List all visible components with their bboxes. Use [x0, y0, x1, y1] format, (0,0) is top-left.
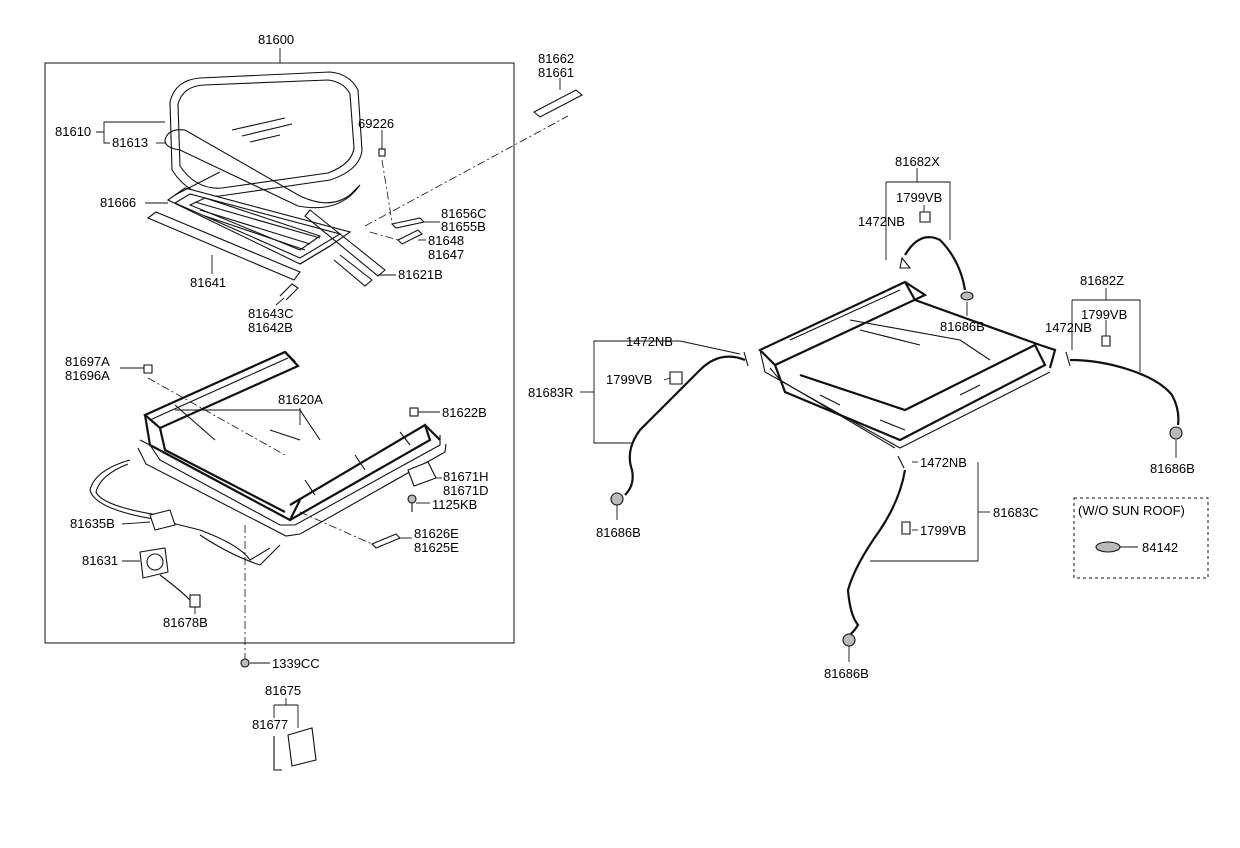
label-81648: 81648	[428, 233, 464, 248]
label-81686B-r: 81686B	[596, 525, 641, 540]
bracket-81626E[interactable]	[371, 533, 401, 549]
label-81656C: 81656C	[441, 206, 487, 221]
label-81647: 81647	[428, 247, 464, 262]
bracket-81662[interactable]	[533, 89, 583, 118]
label-81686B-c: 81686B	[824, 666, 869, 681]
label-81683R: 81683R	[528, 385, 574, 400]
label-81622B: 81622B	[442, 405, 487, 420]
label-81631: 81631	[82, 553, 118, 568]
sunroof-housing-frame[interactable]	[758, 280, 1057, 449]
link-81656C[interactable]	[390, 217, 426, 229]
bracket-81648[interactable]	[397, 229, 423, 245]
label-1472NB-z: 1472NB	[1045, 320, 1092, 335]
label-1339CC: 1339CC	[272, 656, 320, 671]
label-81682X: 81682X	[895, 154, 940, 169]
glass-panel-81610[interactable]	[169, 71, 363, 197]
label-81643C: 81643C	[248, 306, 294, 321]
rail-81621B[interactable]	[304, 209, 386, 277]
weatherstrip-81613[interactable]	[164, 129, 361, 209]
label-81686B-x: 81686B	[940, 319, 985, 334]
label-1799VB-z: 1799VB	[1081, 307, 1127, 322]
connector-81678B[interactable]	[189, 594, 201, 608]
drain-hose-81682Z[interactable]	[1065, 335, 1183, 440]
clip-81643C[interactable]	[279, 283, 299, 301]
label-81613: 81613	[112, 135, 148, 150]
assembly-81600-frame	[44, 62, 515, 644]
label-81625E: 81625E	[414, 540, 459, 555]
sunroof-frame-81620A[interactable]	[137, 350, 447, 537]
label-1799VB-x: 1799VB	[896, 190, 942, 205]
bolt-1125KB[interactable]	[407, 494, 417, 512]
label-81662: 81662	[538, 51, 574, 66]
nut-1339CC[interactable]	[240, 658, 250, 668]
label-wo-sunroof: (W/O SUN ROOF)	[1078, 503, 1185, 518]
label-81677: 81677	[252, 717, 288, 732]
label-1472NB-c: 1472NB	[920, 455, 967, 470]
bracket-81671H[interactable]	[407, 461, 437, 487]
label-81675: 81675	[265, 683, 301, 698]
label-81620A: 81620A	[278, 392, 323, 407]
label-1799VB-r: 1799VB	[606, 372, 652, 387]
drain-hose-81682X[interactable]	[899, 211, 974, 301]
label-81696A: 81696A	[65, 368, 110, 383]
label-81621B: 81621B	[398, 267, 443, 282]
label-81671H: 81671H	[443, 469, 489, 484]
wrench-81677[interactable]	[273, 736, 282, 771]
drain-hose-81683R[interactable]	[610, 351, 749, 506]
label-1125KB: 1125KB	[432, 497, 477, 512]
sunshade-81666[interactable]	[166, 171, 352, 265]
deflector-81641[interactable]	[146, 211, 301, 281]
label-81641: 81641	[190, 275, 226, 290]
label-81635B: 81635B	[70, 516, 115, 531]
drain-hose-81683C[interactable]	[842, 455, 911, 647]
bag-81675[interactable]	[287, 727, 317, 767]
label-1799VB-c: 1799VB	[920, 523, 966, 538]
label-81666: 81666	[100, 195, 136, 210]
stopper-81622B[interactable]	[409, 407, 419, 417]
label-84142: 84142	[1142, 540, 1178, 555]
drive-cables-81635B[interactable]	[89, 459, 281, 566]
label-1472NB-x: 1472NB	[858, 214, 905, 229]
label-81661: 81661	[538, 65, 574, 80]
wo-sunroof-box	[1073, 497, 1209, 579]
plug-84142[interactable]	[1095, 541, 1121, 553]
label-81671D: 81671D	[443, 483, 489, 498]
label-81642B: 81642B	[248, 320, 293, 335]
label-81686B-z: 81686B	[1150, 461, 1195, 476]
label-81600: 81600	[258, 32, 294, 47]
label-81697A: 81697A	[65, 354, 110, 369]
label-1472NB-r: 1472NB	[626, 334, 673, 349]
label-81683C: 81683C	[993, 505, 1039, 520]
motor-81631[interactable]	[139, 547, 191, 601]
label-69226: 69226	[358, 116, 394, 131]
label-81610: 81610	[55, 124, 91, 139]
label-81655B: 81655B	[441, 219, 486, 234]
label-81678B: 81678B	[163, 615, 208, 630]
label-81682Z: 81682Z	[1080, 273, 1124, 288]
label-81626E: 81626E	[414, 526, 459, 541]
clip-69226[interactable]	[378, 148, 386, 157]
clip-81697A[interactable]	[143, 364, 153, 374]
